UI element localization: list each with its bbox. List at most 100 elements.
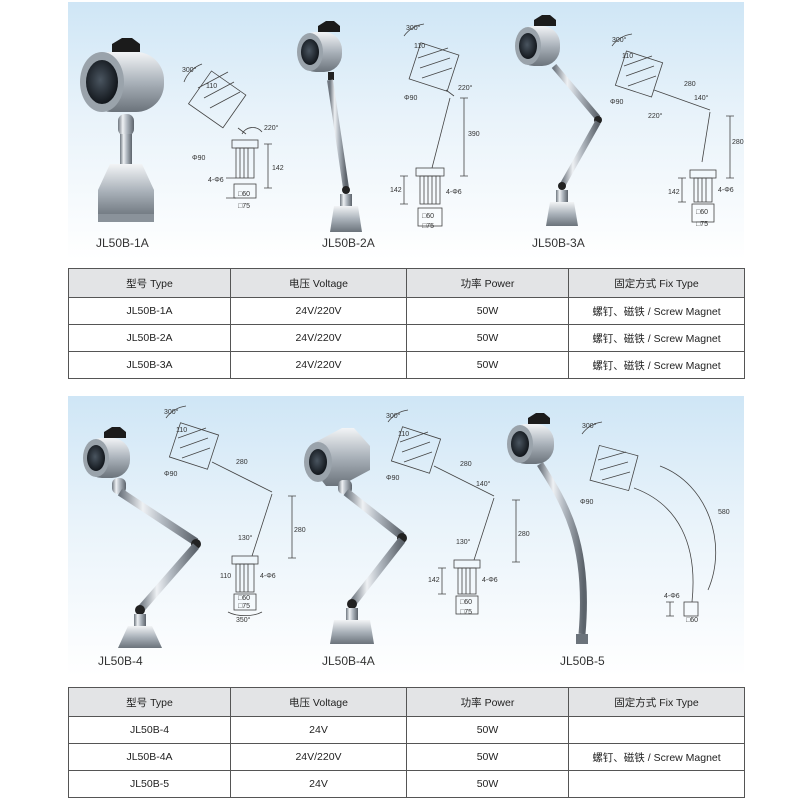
svg-text:300°: 300° bbox=[582, 422, 597, 430]
cell-type: JL50B-2A bbox=[68, 324, 231, 352]
svg-text:□75: □75 bbox=[460, 609, 472, 616]
svg-text:□75: □75 bbox=[422, 223, 434, 230]
cell-fix-type: 螺钉、磁铁 / Screw Magnet bbox=[568, 743, 745, 771]
svg-text:110: 110 bbox=[398, 431, 409, 438]
svg-text:4-Φ6: 4-Φ6 bbox=[482, 577, 498, 584]
table-row: JL50B-2A 24V/220V 50W 螺钉、磁铁 / Screw Magn… bbox=[68, 324, 745, 352]
cell-fix-type: 螺钉、磁铁 / Screw Magnet bbox=[568, 324, 745, 352]
header-voltage: 电压 Voltage bbox=[230, 687, 407, 717]
svg-text:110: 110 bbox=[176, 427, 187, 434]
cell-voltage: 24V/220V bbox=[230, 351, 407, 379]
cell-type: JL50B-4 bbox=[68, 716, 231, 744]
cell-voltage: 24V bbox=[230, 770, 407, 798]
table-row: JL50B-1A 24V/220V 50W 螺钉、磁铁 / Screw Magn… bbox=[68, 297, 745, 325]
cell-fix-type bbox=[568, 770, 745, 798]
svg-text:300°: 300° bbox=[612, 36, 627, 44]
spec-table-top: 型号 Type 电压 Voltage 功率 Power 固定方式 Fix Typ… bbox=[68, 268, 745, 379]
svg-text:□60: □60 bbox=[460, 599, 472, 606]
svg-text:□60: □60 bbox=[422, 213, 434, 220]
model-caption-jl50b-2a: JL50B-2A bbox=[322, 236, 375, 250]
svg-text:Φ90: Φ90 bbox=[404, 95, 417, 102]
svg-text:280: 280 bbox=[460, 461, 472, 468]
model-caption-jl50b-4a: JL50B-4A bbox=[322, 654, 375, 668]
cell-power: 50W bbox=[406, 324, 569, 352]
table-header-row: 型号 Type 电压 Voltage 功率 Power 固定方式 Fix Typ… bbox=[68, 268, 745, 298]
cell-type: JL50B-4A bbox=[68, 743, 231, 771]
svg-text:110: 110 bbox=[206, 83, 217, 90]
svg-text:130°: 130° bbox=[238, 534, 253, 542]
svg-text:300°: 300° bbox=[406, 24, 421, 32]
table-row: JL50B-5 24V 50W bbox=[68, 770, 745, 798]
cell-fix-type: 螺钉、磁铁 / Screw Magnet bbox=[568, 351, 745, 379]
dimension-drawing-jl50b-2a: 300° 110 Φ90 220° 390 142 4-Φ6 □60 □75 bbox=[390, 23, 480, 230]
svg-text:142: 142 bbox=[272, 165, 284, 172]
svg-text:Φ90: Φ90 bbox=[580, 499, 593, 506]
dimension-drawing-jl50b-4a: 300° 110 280 140° Φ90 130° 280 142 4-Φ6 … bbox=[386, 409, 530, 616]
svg-text:130°: 130° bbox=[456, 538, 471, 546]
table-row: JL50B-4 24V 50W bbox=[68, 716, 745, 744]
svg-text:4-Φ6: 4-Φ6 bbox=[260, 573, 276, 580]
svg-text:140°: 140° bbox=[694, 94, 709, 102]
svg-text:4-Φ6: 4-Φ6 bbox=[446, 189, 462, 196]
svg-text:□60: □60 bbox=[238, 191, 250, 198]
svg-text:□75: □75 bbox=[238, 203, 250, 210]
svg-text:4-Φ6: 4-Φ6 bbox=[718, 187, 734, 194]
cell-power: 50W bbox=[406, 351, 569, 379]
svg-text:4-Φ6: 4-Φ6 bbox=[208, 177, 224, 184]
svg-text:□60: □60 bbox=[696, 209, 708, 216]
svg-text:142: 142 bbox=[428, 577, 440, 584]
table-header-row: 型号 Type 电压 Voltage 功率 Power 固定方式 Fix Typ… bbox=[68, 687, 745, 717]
svg-text:580: 580 bbox=[718, 509, 730, 516]
svg-text:280: 280 bbox=[294, 527, 306, 534]
svg-text:300°: 300° bbox=[386, 412, 401, 420]
cell-voltage: 24V/220V bbox=[230, 743, 407, 771]
svg-text:280: 280 bbox=[684, 81, 696, 88]
cell-voltage: 24V/220V bbox=[230, 297, 407, 325]
dimension-drawing-jl50b-3a: 300° 110 280 140° Φ90 220° 280 142 4-Φ6 … bbox=[610, 33, 744, 228]
svg-text:220°: 220° bbox=[458, 84, 473, 92]
lamp-photo-jl50b-4a bbox=[304, 428, 407, 644]
svg-text:Φ90: Φ90 bbox=[610, 99, 623, 106]
svg-text:350°: 350° bbox=[236, 616, 251, 624]
model-caption-jl50b-1a: JL50B-1A bbox=[96, 236, 149, 250]
product-panel-top: 300° 110 220° Φ90 142 4-Φ6 □60 □75 bbox=[68, 2, 744, 260]
header-power: 功率 Power bbox=[406, 268, 569, 298]
svg-text:300°: 300° bbox=[164, 408, 179, 416]
cell-type: JL50B-5 bbox=[68, 770, 231, 798]
lamp-photo-jl50b-3a bbox=[515, 15, 602, 226]
cell-type: JL50B-1A bbox=[68, 297, 231, 325]
svg-text:390: 390 bbox=[468, 131, 480, 138]
cell-power: 50W bbox=[406, 297, 569, 325]
header-fix-type: 固定方式 Fix Type bbox=[568, 687, 745, 717]
svg-text:280: 280 bbox=[732, 139, 744, 146]
svg-text:142: 142 bbox=[390, 187, 402, 194]
spec-table-bottom: 型号 Type 电压 Voltage 功率 Power 固定方式 Fix Typ… bbox=[68, 687, 745, 798]
cell-fix-type bbox=[568, 716, 745, 744]
svg-text:110: 110 bbox=[220, 573, 231, 580]
svg-text:110: 110 bbox=[414, 43, 425, 50]
cell-voltage: 24V bbox=[230, 716, 407, 744]
svg-text:300°: 300° bbox=[182, 66, 197, 74]
cell-power: 50W bbox=[406, 770, 569, 798]
svg-text:4-Φ6: 4-Φ6 bbox=[664, 593, 680, 600]
svg-text:□75: □75 bbox=[238, 603, 250, 610]
svg-text:Φ90: Φ90 bbox=[192, 155, 205, 162]
cell-power: 50W bbox=[406, 716, 569, 744]
dimension-drawing-jl50b-5: 300° Φ90 580 4-Φ6 □60 bbox=[580, 421, 730, 624]
cell-voltage: 24V/220V bbox=[230, 324, 407, 352]
svg-text:Φ90: Φ90 bbox=[386, 475, 399, 482]
svg-text:142: 142 bbox=[668, 189, 680, 196]
svg-text:□75: □75 bbox=[696, 221, 708, 228]
lamp-photo-jl50b-5 bbox=[507, 413, 588, 644]
product-panel-bottom: 300° 110 280 Φ90 130° 280 110 4-Φ6 □60 □… bbox=[68, 396, 744, 676]
lamp-photo-jl50b-4 bbox=[83, 427, 201, 648]
header-voltage: 电压 Voltage bbox=[230, 268, 407, 298]
dimension-drawing-jl50b-4: 300° 110 280 Φ90 130° 280 110 4-Φ6 □60 □… bbox=[164, 405, 306, 624]
svg-text:□60: □60 bbox=[686, 617, 698, 624]
svg-text:110: 110 bbox=[622, 53, 633, 60]
table-row: JL50B-4A 24V/220V 50W 螺钉、磁铁 / Screw Magn… bbox=[68, 743, 745, 771]
header-power: 功率 Power bbox=[406, 687, 569, 717]
svg-text:220°: 220° bbox=[264, 124, 279, 132]
table-row: JL50B-3A 24V/220V 50W 螺钉、磁铁 / Screw Magn… bbox=[68, 351, 745, 379]
model-caption-jl50b-3a: JL50B-3A bbox=[532, 236, 585, 250]
